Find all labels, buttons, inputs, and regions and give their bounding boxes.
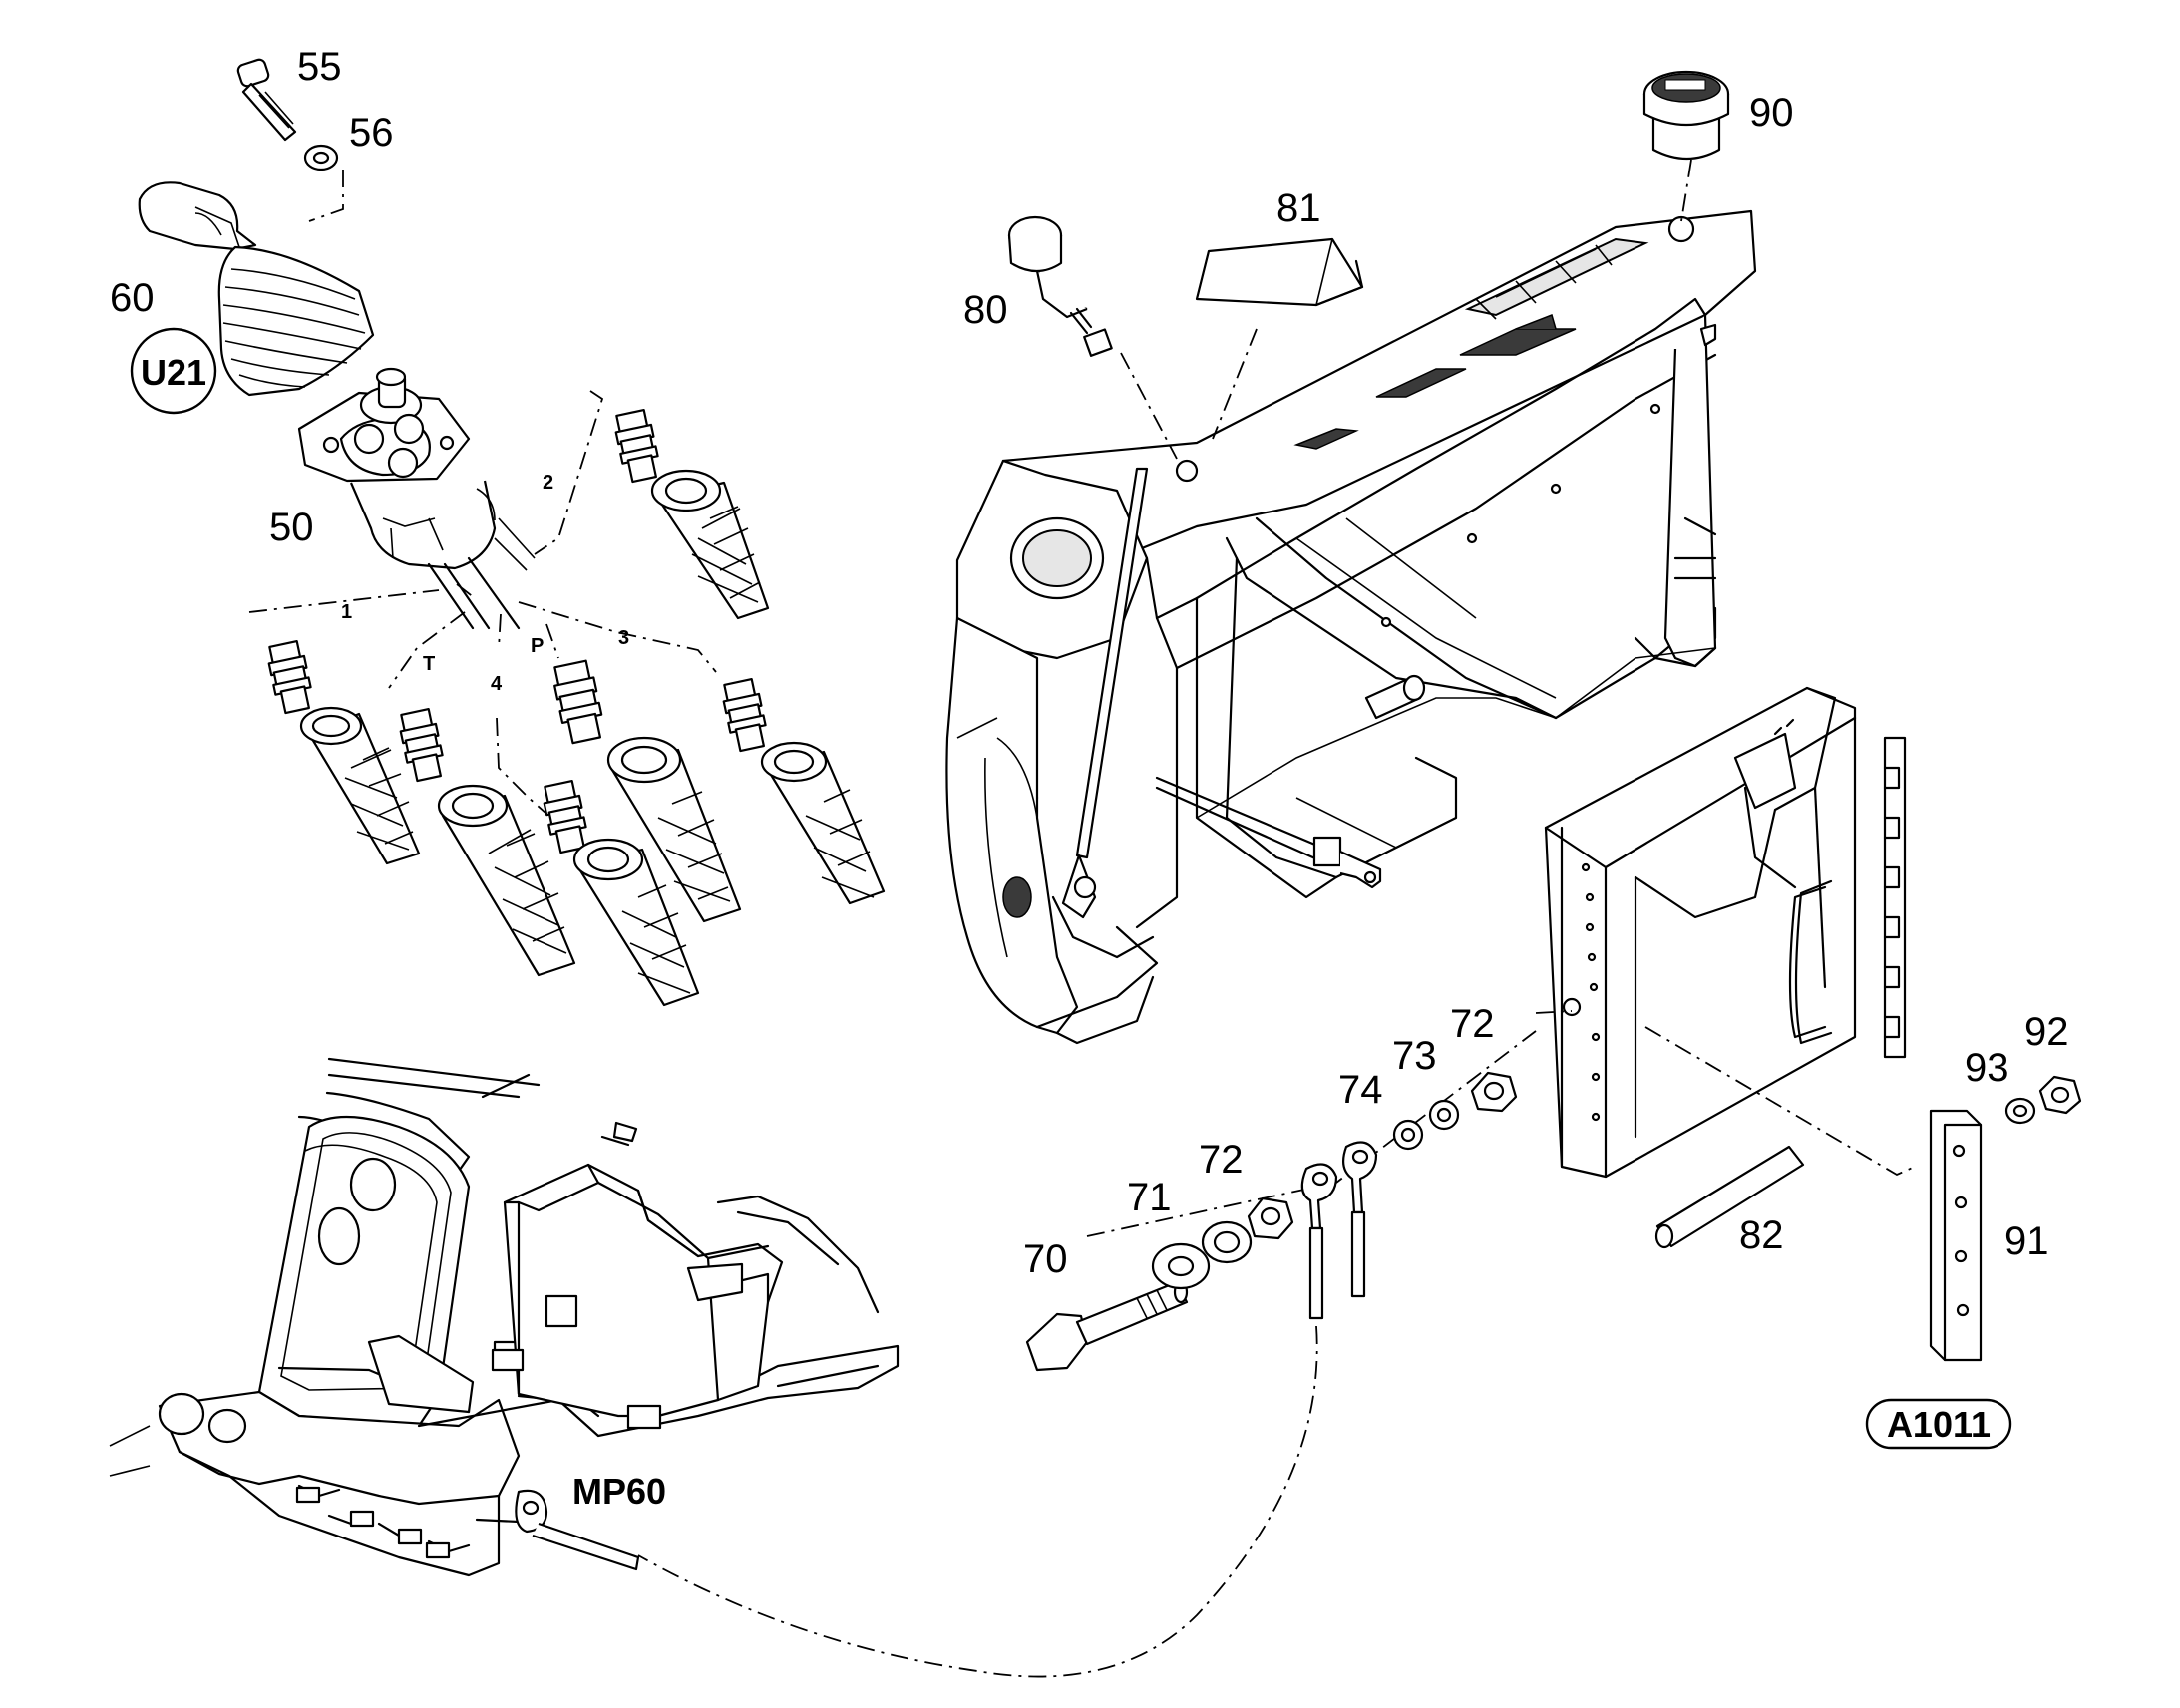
washer-71 [1151,1242,1211,1290]
washer-56 [303,144,339,171]
port-label-2: 2 [543,472,553,494]
port-label-T: T [423,653,435,675]
fitting-port-2 [614,408,659,484]
lug-ground-cable [1300,1163,1338,1320]
washer-72a [1201,1220,1253,1264]
nut-72a [1247,1196,1294,1240]
reference-mp60: MP60 [572,1471,666,1512]
callout-81: 81 [1276,186,1321,230]
fitting-port-4 [543,779,587,854]
hose-port-3 [760,741,886,905]
callout-74: 74 [1338,1068,1383,1112]
callout-82: 82 [1739,1213,1784,1257]
port-label-P: P [531,635,544,657]
callout-92: 92 [2024,1010,2069,1054]
callout-90: 90 [1749,91,1794,135]
callout-72b: 72 [1450,1002,1495,1046]
nut-72b [1470,1071,1518,1113]
plate-91 [1929,1109,1983,1362]
callout-55: 55 [297,45,342,89]
washer-73 [1428,1099,1460,1131]
hose-port-2 [650,469,770,620]
callout-73: 73 [1392,1034,1437,1078]
bolt-70 [1025,1280,1189,1372]
console-frame [945,209,1757,1045]
reference-badge-a1011: A1011 [1865,1398,2012,1450]
nut-92 [2038,1075,2082,1115]
fitting-port-3 [722,677,767,753]
callout-70: 70 [1023,1237,1068,1281]
cover-81 [1195,237,1364,307]
rod-82 [1654,1145,1805,1249]
callout-91: 91 [2004,1219,2049,1263]
callout-56: 56 [349,111,394,155]
fitting-port-1 [267,639,312,715]
bracket-assembly [1544,686,1907,1179]
hose-port-P [606,736,742,923]
callout-80: 80 [963,288,1008,332]
callout-50: 50 [269,506,314,549]
callout-93: 93 [1965,1046,2009,1090]
joystick-handle-60 [138,181,375,397]
hose-port-1 [299,706,421,865]
reference-badge-u21: U21 [130,327,217,415]
washer-73a [1392,1119,1424,1151]
callout-71: 71 [1127,1176,1172,1219]
lug-74 [1341,1141,1378,1298]
reference-u21: U21 [141,352,206,393]
bolt-55 [236,58,297,142]
plug-90 [1642,70,1730,160]
chassis-frame [109,1057,900,1577]
port-label-4: 4 [491,673,503,695]
port-label-3: 3 [618,627,629,649]
hose-port-T [437,784,576,977]
callout-60: 60 [110,276,155,320]
reference-a1011: A1011 [1887,1404,1991,1445]
fitting-port-T [399,707,444,783]
hose-port-4 [572,838,700,1007]
switch-80 [1007,215,1113,357]
fitting-port-P [553,659,603,745]
pilot-valve-50 [297,367,536,630]
port-label-1: 1 [341,601,352,623]
washer-93 [2004,1097,2036,1125]
callout-72: 72 [1199,1138,1244,1182]
